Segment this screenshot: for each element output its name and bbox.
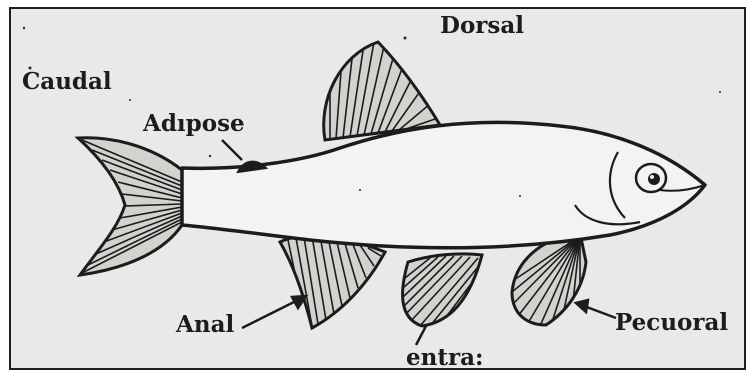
label-adipose: Adıpose [143, 112, 245, 135]
label-pectoral: Pecuoral [615, 311, 728, 334]
label-dorsal: Dorsal [440, 14, 524, 37]
fish-eye [636, 164, 666, 192]
label-ventral: entra: [406, 346, 484, 369]
label-anal: Anal [176, 313, 234, 336]
label-caudal: Caudal [22, 70, 112, 93]
